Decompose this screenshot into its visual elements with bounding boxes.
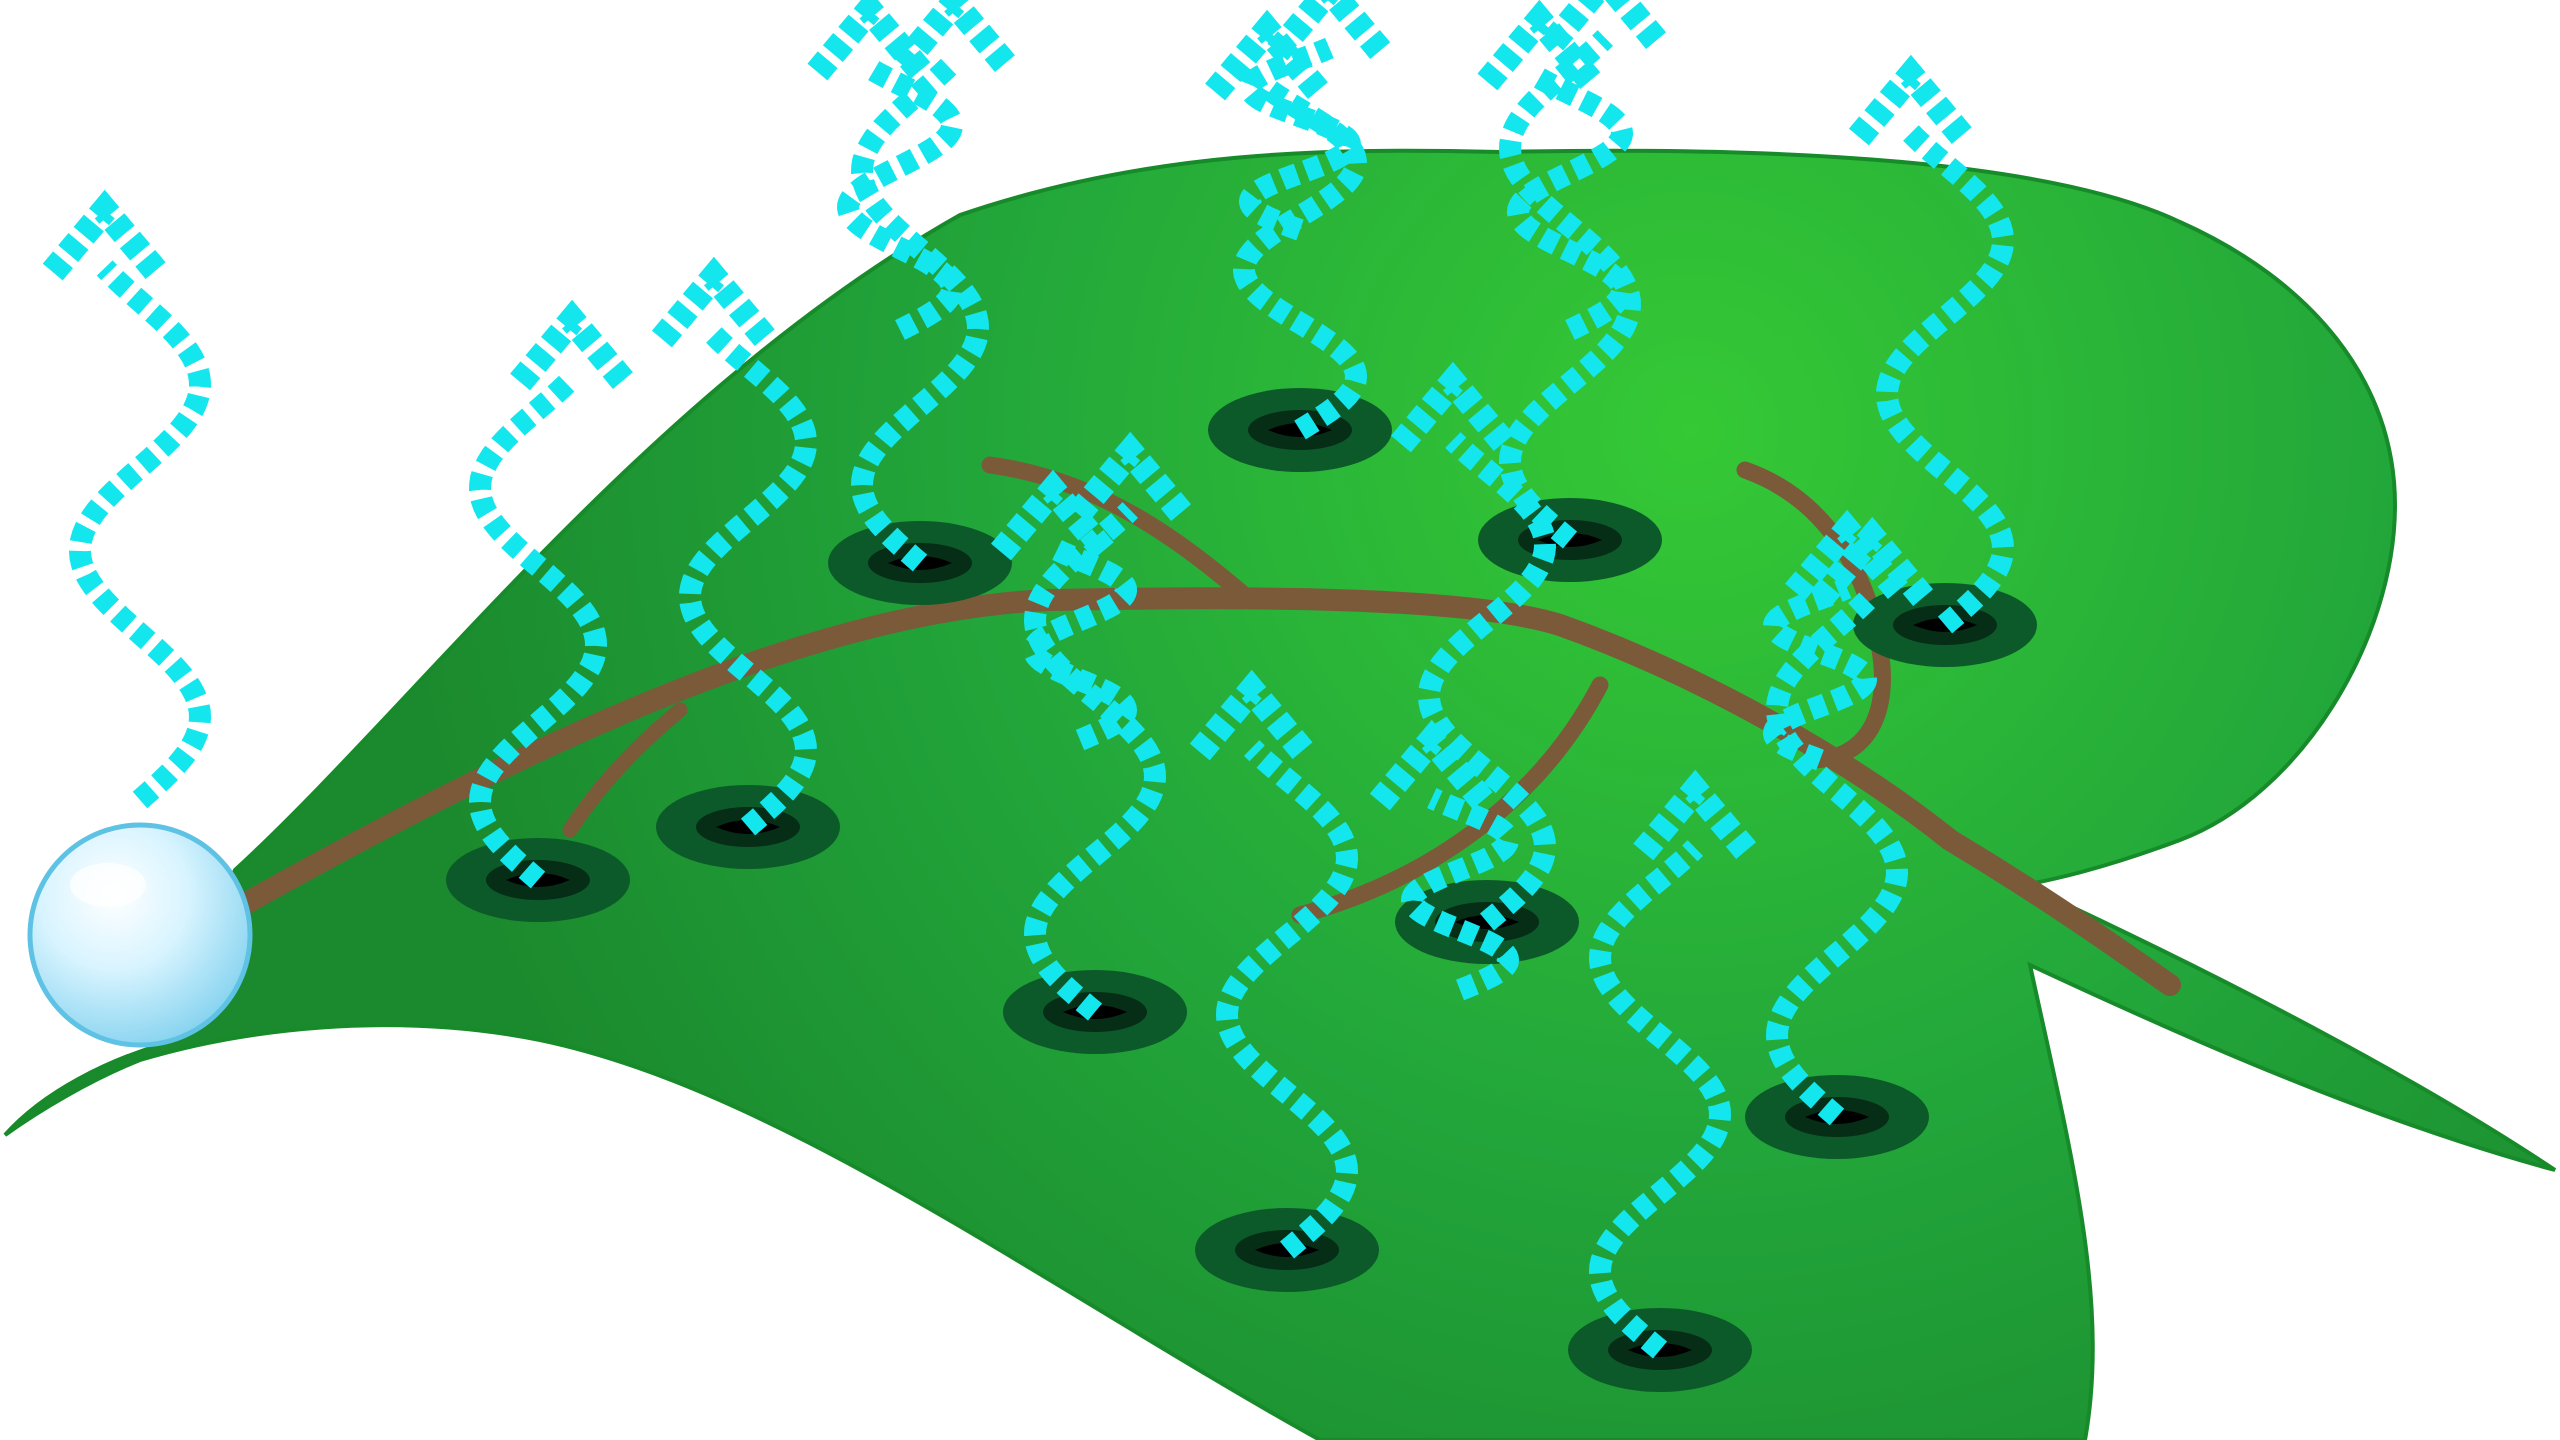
vapor-arrow-icon (1238, 0, 1392, 241)
vapor-arrow-icon (807, 0, 964, 340)
vapor-arrow-icon (1762, 509, 1909, 771)
vapor-arrow-icon (991, 469, 1138, 751)
vapor-arrow-icon (1765, 516, 1935, 1126)
vapor-arrow-icon (1477, 0, 1634, 340)
vapor-arrow-icon (850, 0, 1017, 572)
vapor-arrow-icon (1390, 361, 1557, 931)
vapor-arrow-icon (1498, 0, 1668, 549)
vapor-arrow-icon (1189, 669, 1359, 1259)
vapor-arrow-icon (468, 299, 635, 889)
vein-branch (1291, 676, 1609, 924)
vapor-arrow-icon (1369, 719, 1520, 1001)
water-droplet-icon (27, 822, 253, 1048)
vapor-arrow-icon (42, 189, 212, 809)
vapor-arrow-icon (1205, 9, 1368, 440)
vapor-arrow-icon (1023, 431, 1193, 1021)
vapor-arrow-icon (1848, 54, 2015, 634)
vein-branch (562, 702, 688, 838)
midrib (214, 587, 2181, 996)
water-vapor-arrows (42, 0, 2015, 1359)
vapor-arrow-icon (1588, 769, 1758, 1359)
vapor-arrow-icon (651, 256, 818, 836)
